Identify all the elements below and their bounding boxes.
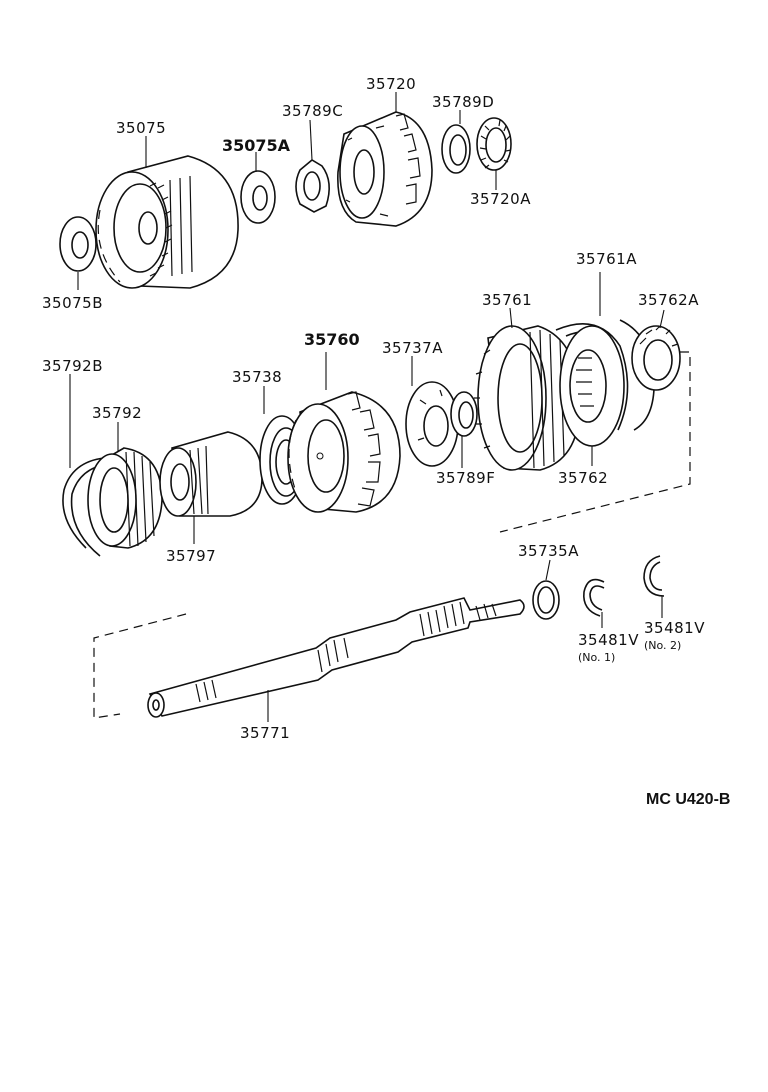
label-35789d: 35789D [432, 93, 494, 111]
part-35481v-no1-snap-ring [583, 578, 605, 628]
label-35771: 35771 [240, 724, 290, 742]
label-35481v-no2: 35481V [644, 619, 705, 637]
label-35797: 35797 [166, 547, 216, 565]
part-35789d-thrust-washer [441, 110, 471, 174]
label-35720a: 35720A [470, 190, 531, 208]
part-35761-ring-gear [474, 307, 581, 471]
part-35075a-washer [240, 152, 276, 224]
label-35792b: 35792B [42, 357, 103, 375]
label-35760: 35760 [304, 330, 360, 349]
part-35735a-ring [532, 559, 560, 620]
label-35789c: 35789C [282, 102, 343, 120]
part-35789c-thrust-washer [295, 119, 330, 213]
label-35481v-no2-note: (No. 2) [644, 639, 681, 652]
label-35738: 35738 [232, 368, 282, 386]
part-35762-plate [559, 325, 625, 466]
part-35762a-retainer [619, 309, 681, 431]
part-35760-sun-gear-drum [287, 352, 401, 513]
label-35737a: 35737A [382, 339, 443, 357]
label-35075a: 35075A [222, 136, 291, 155]
part-35737a-thrust-washer [405, 356, 459, 467]
part-35792-sprag [87, 422, 163, 549]
alignment-dash-left [93, 613, 187, 719]
part-35720-planetary-carrier [337, 92, 433, 227]
part-35771-shaft [147, 597, 525, 722]
label-35761a: 35761A [576, 250, 637, 268]
part-35075b-washer [59, 216, 97, 290]
part-35789f-thrust-washer [450, 391, 478, 468]
label-35735a: 35735A [518, 542, 579, 560]
label-35762a: 35762A [638, 291, 699, 309]
label-35792: 35792 [92, 404, 142, 422]
label-35481v-no1-note: (No. 1) [578, 651, 615, 664]
label-35762: 35762 [558, 469, 608, 487]
label-35720: 35720 [366, 75, 416, 93]
part-35797-hub [159, 431, 263, 544]
part-35075-clutch-drum [95, 136, 239, 289]
label-35481v-no1: 35481V [578, 631, 639, 649]
alignment-dash-right [499, 351, 691, 533]
label-35761: 35761 [482, 291, 532, 309]
label-35075: 35075 [116, 119, 166, 137]
figure-code: MC U420-B [646, 791, 730, 808]
part-35720a-bearing [476, 117, 512, 190]
label-35789f: 35789F [436, 469, 495, 487]
label-35075b: 35075B [42, 294, 103, 312]
part-35481v-no2-snap-ring [643, 555, 665, 618]
